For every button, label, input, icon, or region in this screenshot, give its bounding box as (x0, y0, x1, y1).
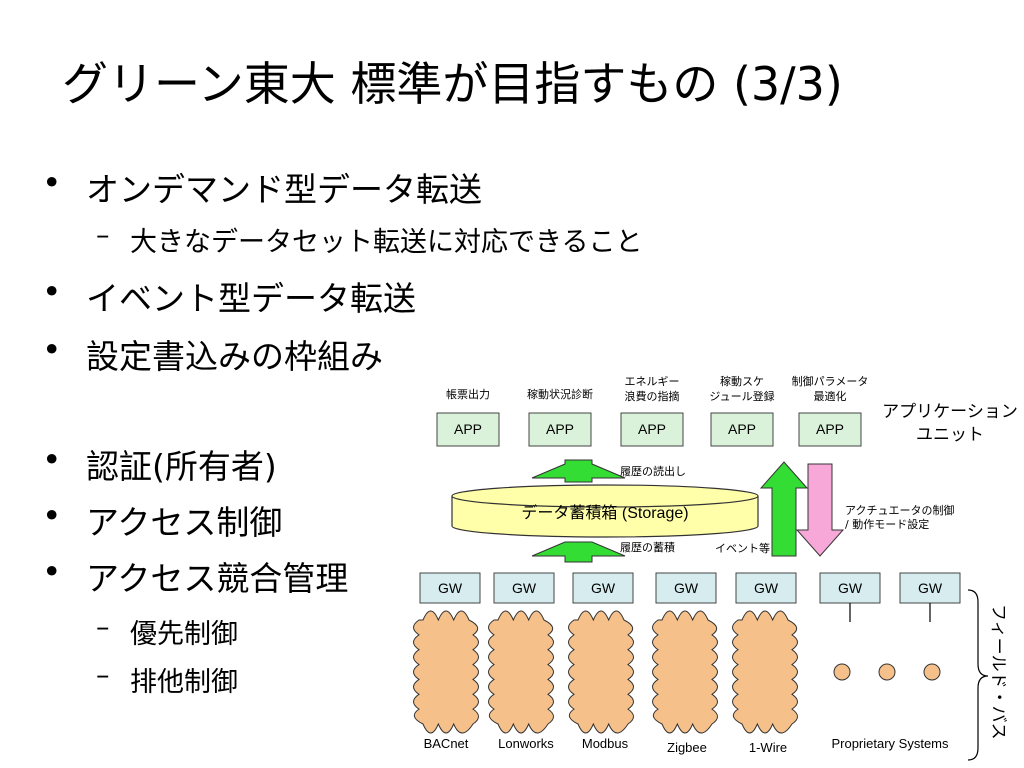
gateway-box (735, 572, 797, 604)
gateway-label: GW (591, 580, 616, 596)
actuator-arrow (795, 463, 845, 557)
gateway-box (493, 572, 555, 604)
device-circle (878, 663, 896, 681)
field-network-cloud (732, 610, 798, 734)
storage-cylinder: データ蓄積箱 (Storage) (451, 484, 759, 538)
sub-bullet-item: – 優先制御 (96, 612, 238, 651)
network-label: 1-Wire (749, 740, 787, 755)
bullet-text: 設定書込みの枠組み (86, 337, 383, 376)
gateway-label: GW (674, 580, 699, 596)
field-network-cloud (488, 610, 554, 734)
actuator-label-line-1: アクチュエータの制御 (845, 503, 954, 517)
app-unit-line-2: ユニット (916, 425, 984, 445)
history-store-arrow (531, 541, 626, 563)
app-box-label: APP (454, 421, 482, 437)
network-label: Zigbee (667, 740, 707, 755)
bullet-item: • 設定書込みの枠組み (42, 330, 383, 378)
gateway-label: GW (512, 580, 537, 596)
bullet-marker: • (42, 496, 62, 535)
app-description: 制御パラメータ (792, 374, 869, 388)
app-box (436, 412, 500, 447)
field-bus-label: フィールド・バス (988, 604, 1008, 740)
field-network-cloud (413, 610, 479, 734)
network-label: Modbus (582, 736, 629, 751)
bullet-marker: • (42, 440, 62, 479)
app-box-label: APP (816, 421, 844, 437)
actuator-label-line-2: / 動作モード設定 (845, 517, 929, 531)
network-label: Proprietary Systems (831, 736, 949, 751)
bullet-item: • 認証(所有者) (42, 440, 277, 488)
bullet-item: • オンデマンド型データ転送 (42, 163, 482, 211)
storage-label: データ蓄積箱 (Storage) (521, 503, 688, 522)
event-label: イベント等 (715, 541, 770, 555)
bullet-item: • イベント型データ転送 (42, 272, 416, 320)
bullet-item: • アクセス競合管理 (42, 552, 349, 600)
bullet-marker: • (42, 163, 62, 202)
app-description: 稼動状況診断 (527, 387, 593, 401)
gateway-label: GW (754, 580, 779, 596)
app-box-label: APP (546, 421, 574, 437)
history-read-arrow (531, 459, 626, 483)
app-description: 稼動スケ (720, 374, 764, 388)
app-box (620, 412, 684, 447)
sub-bullet-text: 優先制御 (130, 619, 238, 650)
sub-bullet-marker: – (96, 612, 110, 643)
field-network-cloud (652, 610, 718, 734)
app-box-label: APP (638, 421, 666, 437)
history-store-label: 履歴の蓄積 (620, 540, 675, 554)
bullet-text: イベント型データ転送 (86, 279, 416, 318)
gateway-box (655, 572, 717, 604)
gateway-box (819, 572, 881, 604)
event-arrow (759, 461, 809, 557)
sub-bullet-text: 大きなデータセット転送に対応できること (130, 227, 643, 258)
bullet-item: • アクセス制御 (42, 496, 283, 544)
sub-bullet-marker: – (96, 220, 110, 251)
bullet-marker: • (42, 272, 62, 311)
app-box (528, 412, 592, 447)
app-box-label: APP (728, 421, 756, 437)
gateway-box (419, 572, 481, 604)
device-circle (833, 663, 851, 681)
history-read-label: 履歴の読出し (620, 464, 686, 478)
gateway-label: GW (838, 580, 863, 596)
network-label: Lonworks (498, 736, 554, 751)
field-bus-brace (967, 589, 989, 761)
gateway-box (572, 572, 634, 604)
app-unit-line-1: アプリケーション (882, 402, 1018, 422)
slide-title: グリーン東大 標準が目指すもの (3/3) (62, 57, 843, 111)
bullet-text: アクセス競合管理 (86, 559, 349, 598)
app-description: 浪費の指摘 (625, 389, 680, 403)
device-circle (923, 663, 941, 681)
network-label: BACnet (424, 736, 469, 751)
app-description: ジュール登録 (709, 389, 774, 403)
gateway-label: GW (438, 580, 463, 596)
gateway-label: GW (918, 580, 943, 596)
app-description: エネルギー (625, 375, 680, 388)
bullet-text: 認証(所有者) (86, 447, 277, 486)
app-description: 帳票出力 (446, 387, 490, 401)
sub-bullet-text: 排他制御 (130, 667, 238, 698)
field-network-layer (413, 610, 798, 734)
bullet-text: アクセス制御 (86, 503, 283, 542)
sub-bullet-marker: – (96, 660, 110, 691)
app-description: 最適化 (814, 389, 847, 403)
field-network-cloud (568, 610, 634, 734)
gateway-layer: GW GW GW GW GW GW GW (419, 572, 961, 622)
bullet-text: オンデマンド型データ転送 (86, 170, 482, 209)
bullet-marker: • (42, 330, 62, 369)
bullet-marker: • (42, 552, 62, 591)
app-box (710, 412, 774, 447)
sub-bullet-item: – 排他制御 (96, 660, 238, 699)
network-labels: BACnet Lonworks Modbus Zigbee 1-Wire Propriet… (424, 736, 949, 755)
app-box (798, 412, 862, 447)
application-unit-label: アプリケーション ユニット (882, 402, 1018, 445)
sub-bullet-item: – 大きなデータセット転送に対応できること (96, 220, 643, 259)
